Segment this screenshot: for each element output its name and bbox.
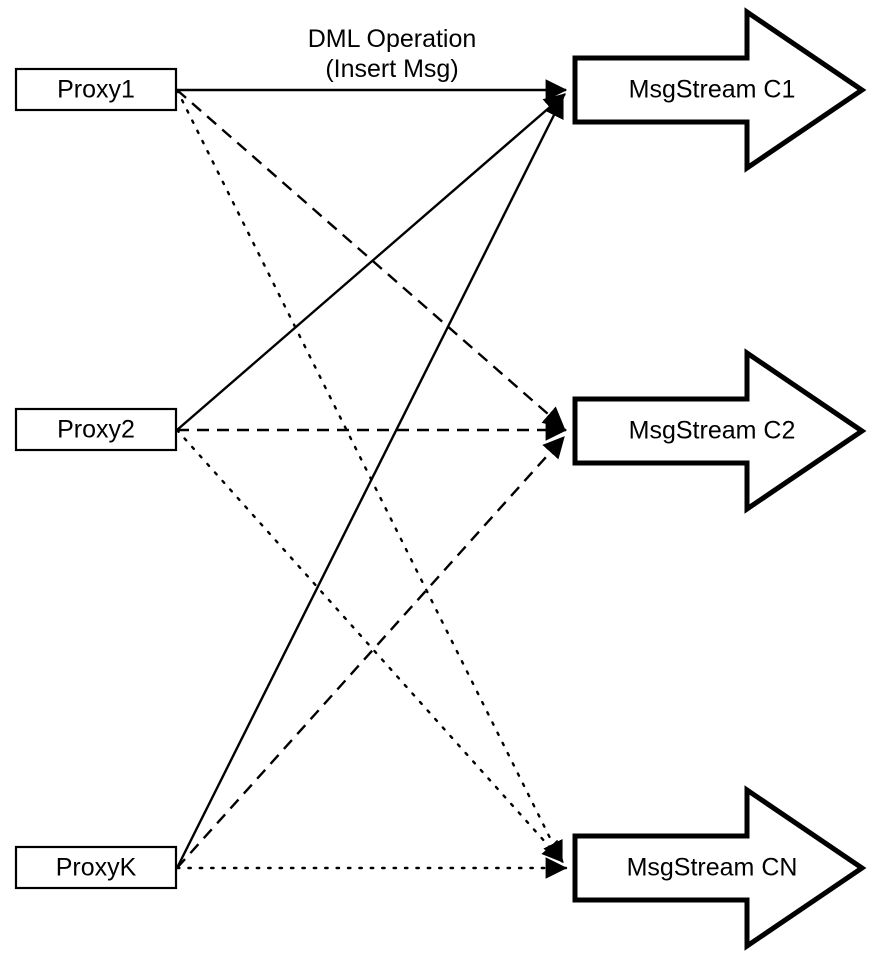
msgstream-node-cn[interactable]: MsgStream CN	[572, 785, 867, 951]
msgstream-node-c2[interactable]: MsgStream C2	[572, 348, 867, 514]
connection-proxy1-to-cn	[175, 88, 564, 864]
proxy-label: Proxy2	[57, 416, 135, 444]
msgstream-label: MsgStream CN	[627, 854, 798, 882]
proxy-node-proxy2[interactable]: Proxy2	[14, 407, 178, 452]
proxy-box[interactable]	[14, 845, 178, 890]
connection-group-proxy1	[175, 79, 568, 864]
proxy-box[interactable]	[14, 67, 178, 112]
connection-proxyk-to-c2	[176, 436, 565, 869]
edge-label-line1: DML Operation	[308, 25, 477, 53]
connection-group-proxyk	[175, 95, 568, 879]
msgstream-arrow-shape[interactable]	[572, 7, 867, 173]
edge-label-line2: (Insert Msg)	[325, 55, 458, 83]
proxy-label: Proxy1	[57, 76, 135, 104]
msgstream-arrow-shape[interactable]	[572, 348, 867, 514]
connection-proxyk-to-c1	[175, 95, 565, 869]
proxy-label: ProxyK	[56, 854, 137, 882]
connection-proxy1-to-c2	[176, 89, 565, 429]
connection-group-proxy2	[175, 93, 568, 864]
edge-label-dml-operation: DML Operation (Insert Msg)	[308, 25, 477, 83]
msgstream-arrow-shape[interactable]	[572, 785, 867, 951]
msgstream-node-c1[interactable]: MsgStream C1	[572, 7, 867, 173]
proxy-box[interactable]	[14, 407, 178, 452]
proxy-node-proxyk[interactable]: ProxyK	[14, 845, 178, 890]
proxy-node-proxy1[interactable]: Proxy1	[14, 67, 178, 112]
connection-proxy2-to-c1	[176, 93, 566, 431]
connection-proxy2-to-cn	[175, 428, 565, 864]
msgstream-label: MsgStream C2	[629, 417, 796, 445]
msgstream-label: MsgStream C1	[629, 76, 796, 104]
